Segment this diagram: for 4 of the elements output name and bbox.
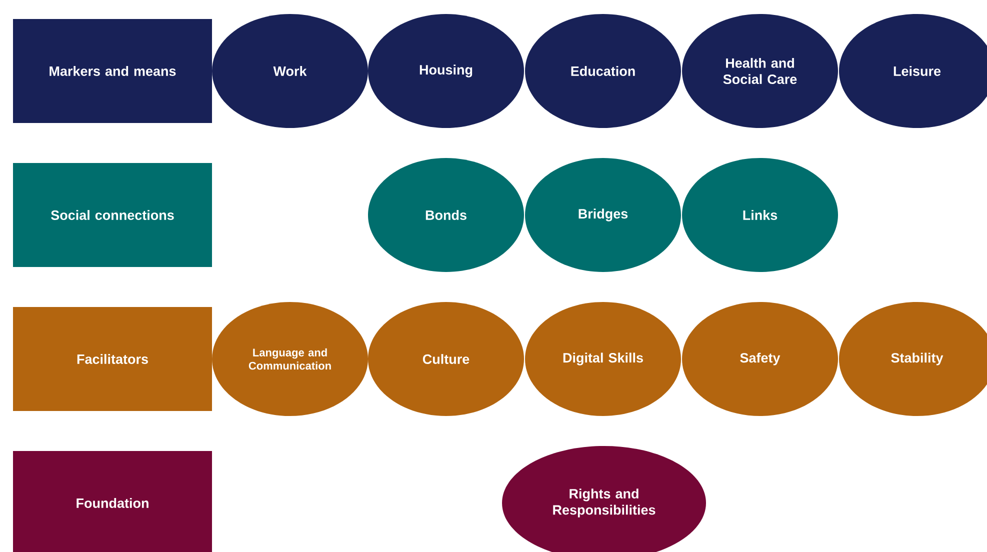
row-label-box: Social connections bbox=[13, 163, 212, 267]
row-label-box: Foundation bbox=[13, 451, 212, 552]
row-label-box: Markers and means bbox=[13, 19, 212, 123]
row-label-box: Facilitators bbox=[13, 307, 212, 411]
